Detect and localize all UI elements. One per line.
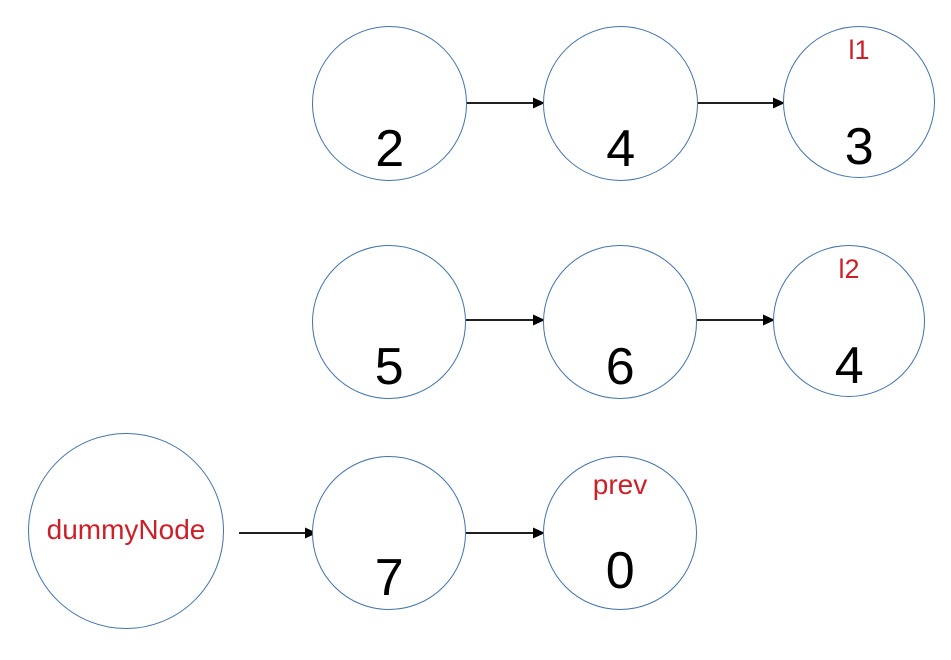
arrow-connector (239, 526, 317, 540)
node-pointer-label: l2 (838, 254, 860, 284)
node-result-node-prev: prev 0 (543, 456, 697, 610)
node-value: 7 (374, 549, 404, 607)
node-l2-node-3: l2 4 (773, 245, 925, 397)
node-l2-node-2: 6 (543, 245, 697, 399)
node-value: 4 (606, 120, 635, 178)
arrow-connector (697, 96, 785, 110)
node-value: 6 (605, 338, 635, 396)
node-pointer-label: l1 (848, 35, 870, 65)
node-l1-node-3: l1 3 (783, 26, 935, 178)
node-value: 0 (605, 542, 635, 600)
node-value: 3 (844, 118, 874, 176)
node-value: 4 (834, 337, 864, 395)
node-result-node-7: 7 (312, 456, 466, 610)
node-pointer-label: prev (592, 469, 648, 500)
node-l1-node-1: 2 (312, 26, 467, 181)
node-dummy-node: dummyNode (28, 433, 224, 629)
arrow-connector (466, 526, 545, 540)
node-l1-node-2: 4 (543, 26, 698, 181)
node-l2-node-1: 5 (312, 245, 466, 399)
arrow-connector (466, 313, 545, 327)
arrow-connector (466, 96, 545, 110)
node-value: 5 (374, 338, 404, 396)
node-value: 2 (375, 120, 404, 178)
arrow-connector (697, 313, 775, 327)
node-pointer-label: dummyNode (46, 514, 206, 545)
